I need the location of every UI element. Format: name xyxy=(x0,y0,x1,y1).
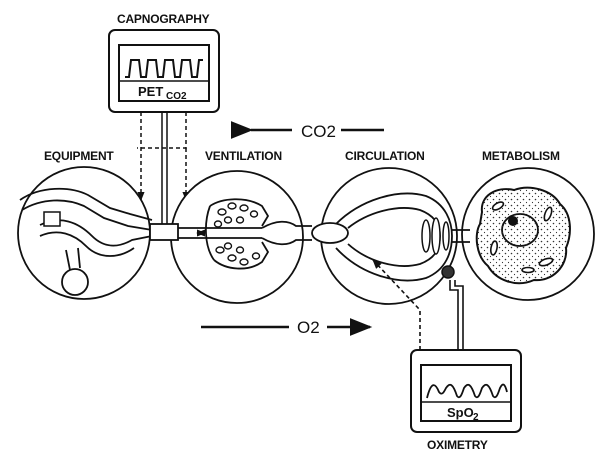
metabolism-label: METABOLISM xyxy=(482,149,560,163)
equipment-label: EQUIPMENT xyxy=(44,149,114,163)
spo2-readout-subscript: 2 xyxy=(473,412,479,423)
petco2-readout-subscript: CO2 xyxy=(166,91,187,102)
oximetry-label: OXIMETRY xyxy=(427,438,488,452)
circulation-label: CIRCULATION xyxy=(345,149,425,163)
petco2-readout: PET xyxy=(138,84,163,99)
o2-label: O2 xyxy=(297,318,320,337)
oximetry-monitor: SpO 2 OXIMETRY xyxy=(411,350,521,452)
spo2-readout: SpO xyxy=(447,405,474,420)
ventilation-label: VENTILATION xyxy=(205,149,282,163)
co2-flow: CO2 xyxy=(251,122,384,141)
reservoir-bag-icon xyxy=(62,269,88,295)
co2-label: CO2 xyxy=(301,122,336,141)
oximeter-probe-icon xyxy=(442,266,454,278)
equipment-section: EQUIPMENT xyxy=(18,149,152,299)
red-cells-icon xyxy=(422,218,449,254)
valve-icon xyxy=(44,212,60,226)
metabolism-section: METABOLISM xyxy=(462,149,594,300)
ventilation-section: VENTILATION xyxy=(171,149,303,303)
o2-flow: O2 xyxy=(201,318,370,337)
capnography-label: CAPNOGRAPHY xyxy=(117,12,210,26)
capnography-monitor: CAPNOGRAPHY PET CO2 xyxy=(109,12,219,112)
